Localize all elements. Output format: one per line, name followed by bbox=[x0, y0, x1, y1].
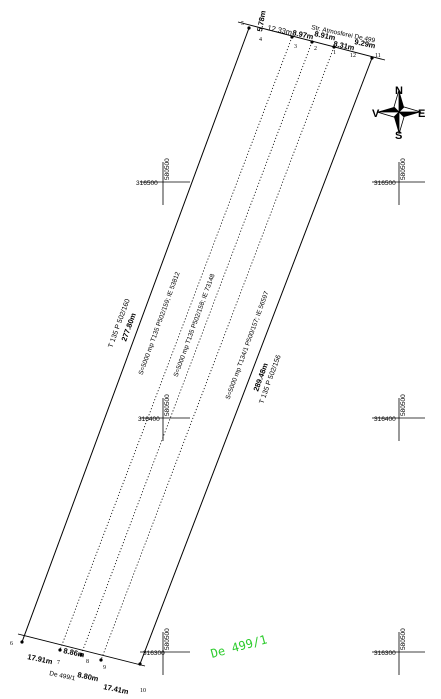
point-label-12: 12 bbox=[350, 53, 356, 59]
road-line-bottom bbox=[17, 633, 146, 667]
compass-e: E bbox=[418, 108, 425, 120]
grid-label-580500-e: 580500 bbox=[164, 628, 171, 650]
grid-label-316300-right: 316300 bbox=[374, 650, 396, 657]
grid-label-316500-left: 316500 bbox=[136, 180, 158, 187]
compass-w: V bbox=[372, 108, 380, 120]
dim-top-12-33: 12.33m bbox=[267, 23, 293, 37]
division-line-2 bbox=[80, 41, 313, 656]
boundary-right bbox=[139, 57, 373, 665]
dim-bottom-8-80: 8.80m bbox=[77, 670, 100, 683]
grid-label-580500-f: 580500 bbox=[400, 628, 407, 650]
boundary-left bbox=[21, 27, 250, 643]
grid-crosses bbox=[140, 162, 425, 675]
compass-rose-icon bbox=[376, 89, 422, 135]
point-label-2: 2 bbox=[314, 46, 317, 52]
dim-top-8-97: 8.97m bbox=[292, 28, 315, 41]
grid-label-316400-left: 316400 bbox=[138, 416, 160, 423]
point-label-5: 5 bbox=[241, 21, 244, 27]
parcel-label-1: S=5000 mp T135 P502/159; IE 53812 bbox=[138, 271, 182, 376]
point-label-8: 8 bbox=[86, 659, 89, 665]
point-label-7: 7 bbox=[57, 660, 60, 666]
grid-label-580500-a: 580500 bbox=[164, 158, 171, 180]
dim-top-9-29: 9.29m bbox=[354, 37, 377, 50]
dim-bottom-17-91: 17.91m bbox=[27, 652, 54, 666]
grid-label-316300-left: 316300 bbox=[143, 650, 165, 657]
point-label-9: 9 bbox=[103, 665, 106, 671]
grid-label-580500-c: 580500 bbox=[164, 394, 171, 416]
road-label-green: De 499/1 bbox=[209, 632, 268, 660]
compass-s: S bbox=[395, 130, 402, 142]
point-label-1: 1 bbox=[333, 50, 336, 56]
grid-label-580500-b: 580500 bbox=[400, 158, 407, 180]
grid-label-316500-right: 316500 bbox=[374, 180, 396, 187]
dim-bottom-8-86: 8.86m bbox=[63, 646, 86, 659]
boundary-points bbox=[20, 26, 374, 666]
division-line-3 bbox=[100, 46, 335, 661]
point-label-3: 3 bbox=[294, 44, 297, 50]
dim-top-5-78: 5.78m bbox=[255, 10, 268, 33]
road-label-bottom-left: De 499/1 bbox=[49, 670, 77, 682]
point-label-4: 4 bbox=[259, 37, 262, 43]
grid-label-316400-right: 316400 bbox=[374, 416, 396, 423]
dim-bottom-17-41: 17.41m bbox=[103, 682, 130, 696]
compass-n: N bbox=[395, 85, 403, 97]
dim-top-8-91: 8.91m bbox=[314, 29, 337, 42]
parcel-label-2: S=5000 mp T135 P502/158; IE 73148 bbox=[173, 273, 217, 378]
point-label-11: 11 bbox=[375, 53, 381, 59]
dim-top-8-31: 8.31m bbox=[333, 39, 356, 52]
grid-label-580500-d: 580500 bbox=[400, 394, 407, 416]
division-line-1 bbox=[59, 36, 293, 651]
point-label-10: 10 bbox=[140, 688, 146, 694]
point-label-6: 6 bbox=[10, 641, 13, 647]
